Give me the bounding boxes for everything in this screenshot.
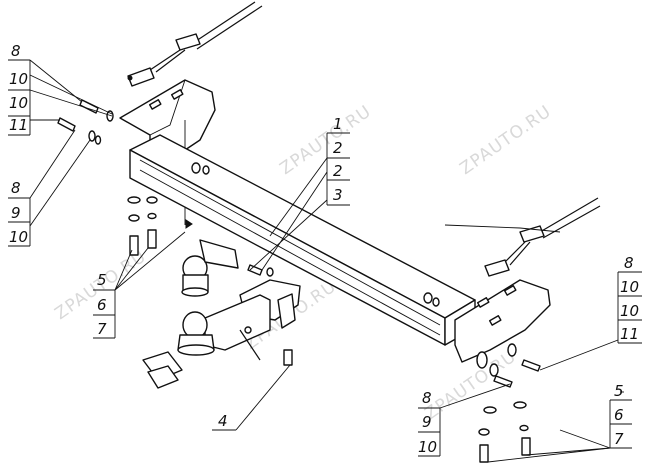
watermark-1: ZPAUTO.RU [276,102,375,180]
callout-label: 11 [620,325,639,343]
callout-label: 9 [422,413,432,431]
callout-label: 2 [333,139,343,157]
callout-label: 10 [418,438,437,456]
callout-top-left: 8 10 10 11 [8,42,31,136]
tow-ball-1 [177,311,215,356]
callout-label: 9 [11,204,21,222]
callout-label: 7 [614,430,624,448]
callout-label: 10 [9,94,28,112]
callout-label: 10 [620,278,639,296]
left-wiring-harness [127,1,263,87]
callout-center: 1 2 2 3 [326,115,350,206]
callout-label: 7 [97,320,107,338]
callout-label: 1 [333,115,343,133]
callout-bottom: 4 [212,412,236,431]
tow-ball-2 [181,239,239,297]
callout-right-lower: 8 9 10 [418,389,441,457]
callout-label: 8 [11,179,21,197]
callout-lower-left: 5 6 7 [93,271,116,339]
callout-right-upper: 8 10 10 11 [617,254,642,344]
callout-label: 4 [218,412,228,430]
leader-lines [29,59,624,463]
watermark-2: ZPAUTO.RU [456,102,555,180]
wire-line [444,224,561,233]
callout-label: 8 [11,42,21,60]
right-fasteners [423,292,541,463]
callout-label: 3 [333,186,343,204]
callout-label: 8 [422,389,432,407]
callout-label: 5 [97,271,107,289]
callout-label: 10 [620,302,639,320]
callout-label: 2 [333,162,343,180]
callout-label: 5 [614,382,624,400]
callout-mid-left: 8 9 10 [8,179,31,247]
callout-label: 6 [614,406,624,424]
callout-label: 11 [9,116,28,134]
receiver-cap [142,351,183,389]
callout-label: 6 [97,296,107,314]
callout-label: 10 [9,70,28,88]
callout-label: 10 [9,228,28,246]
right-bracket [454,279,551,363]
callout-label: 8 [624,254,634,272]
callout-right-bottom: 5 6 7 [609,382,632,449]
right-wiring-harness [484,197,601,277]
hitch-receiver [204,279,301,361]
